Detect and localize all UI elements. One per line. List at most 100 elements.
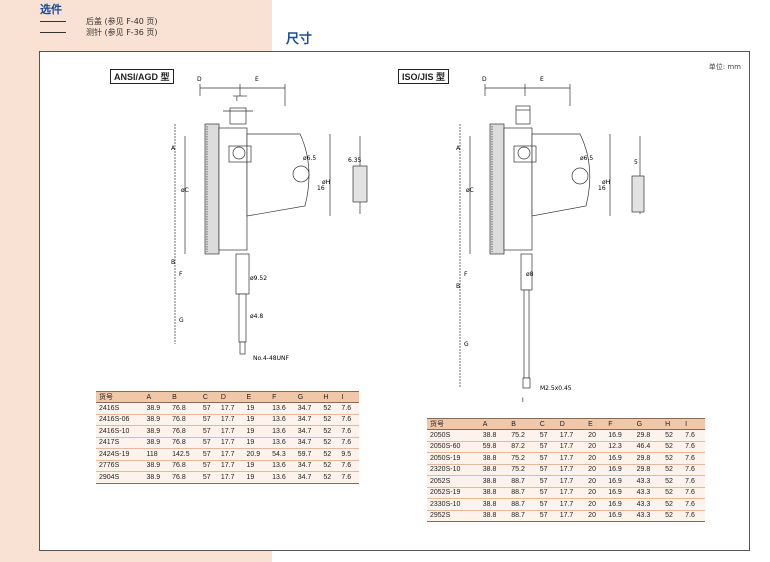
column-header: C <box>199 391 218 403</box>
table-cell: 7.6 <box>338 425 359 438</box>
table-cell: 7.6 <box>682 475 705 488</box>
table-cell: 75.2 <box>508 464 537 476</box>
column-header: C <box>536 418 557 430</box>
column-header: B <box>508 418 537 430</box>
table-cell: 17.7 <box>556 498 586 511</box>
table-cell: 2904S <box>96 471 144 484</box>
table-cell: 17.7 <box>556 441 586 453</box>
table-cell: 34.7 <box>294 414 321 426</box>
table-cell: 38.8 <box>479 464 509 476</box>
table-cell: 75.2 <box>508 429 537 442</box>
table-cell: 7.6 <box>682 452 705 465</box>
table-cell: 2417S <box>96 437 144 449</box>
table-cell: 2776S <box>96 460 144 472</box>
iso-dial-drawing: D E A B øC F G øH ø6.5 16 5 ø8 M2.5x0.45… <box>456 76 645 404</box>
svg-text:øH: øH <box>322 179 330 186</box>
table-cell: 57 <box>199 425 218 438</box>
option-item: 测针 (参见 F-36 页) <box>40 27 158 38</box>
table-cell: 7.6 <box>682 441 705 453</box>
table-cell: 29.8 <box>633 464 663 476</box>
table-cell: 88.7 <box>508 510 537 522</box>
svg-text:I: I <box>522 397 524 404</box>
column-header: E <box>585 418 606 430</box>
svg-text:16: 16 <box>598 185 606 192</box>
table-cell: 2424S-19 <box>96 448 144 461</box>
table-cell: 38.9 <box>143 437 170 449</box>
table-cell: 7.6 <box>682 510 705 522</box>
table-cell: 38.9 <box>143 402 170 415</box>
table-cell: 52 <box>320 437 339 449</box>
table-cell: 43.3 <box>633 498 663 511</box>
table-cell: 34.7 <box>294 471 321 484</box>
table-cell: 7.6 <box>682 487 705 499</box>
column-header: G <box>294 391 321 403</box>
table-cell: 52 <box>662 452 683 465</box>
table-cell: 19 <box>243 414 270 426</box>
table-cell: 17.7 <box>556 475 586 488</box>
table-cell: 87.2 <box>508 441 537 453</box>
table-cell: 16.9 <box>605 498 634 511</box>
table-cell: 2050S-60 <box>427 441 480 453</box>
table-cell: 38.9 <box>143 425 170 438</box>
table-cell: 57 <box>199 460 218 472</box>
svg-text:øC: øC <box>466 187 474 194</box>
table-cell: 57 <box>199 471 218 484</box>
table-cell: 13.6 <box>269 402 295 415</box>
svg-text:No.4-48UNF: No.4-48UNF <box>253 355 289 362</box>
table-cell: 38.9 <box>143 471 170 484</box>
table-cell: 16.9 <box>605 452 634 465</box>
svg-text:øH: øH <box>602 179 610 186</box>
svg-text:B: B <box>171 259 175 266</box>
table-cell: 20 <box>585 510 606 522</box>
column-header: F <box>269 391 295 403</box>
table-cell: 142.5 <box>169 448 200 461</box>
svg-text:16: 16 <box>317 185 325 192</box>
table-cell: 76.8 <box>169 437 200 449</box>
table-cell: 19 <box>243 437 270 449</box>
table-cell: 76.8 <box>169 402 200 415</box>
column-header: H <box>320 391 339 403</box>
ansi-dial-drawing: D E I A B øC F G øH ø6.5 16 6.35 ø9.52 ø… <box>171 76 368 362</box>
table-cell: 7.6 <box>682 498 705 511</box>
table-cell: 17.7 <box>217 460 244 472</box>
table-cell: 2052S <box>427 475 480 488</box>
svg-text:E: E <box>540 76 544 83</box>
table-cell: 13.6 <box>269 437 295 449</box>
table-cell: 76.8 <box>169 425 200 438</box>
table-cell: 38.9 <box>143 460 170 472</box>
table-cell: 57 <box>536 487 557 499</box>
table-cell: 52 <box>320 448 339 461</box>
table-cell: 29.8 <box>633 429 663 442</box>
table-cell: 7.6 <box>682 464 705 476</box>
table-cell: 59.7 <box>294 448 321 461</box>
table-cell: 34.7 <box>294 437 321 449</box>
table-cell: 2952S <box>427 510 480 522</box>
table-cell: 57 <box>536 452 557 465</box>
column-header: D <box>556 418 586 430</box>
table-cell: 34.7 <box>294 402 321 415</box>
table-cell: 38.8 <box>479 429 509 442</box>
svg-text:I: I <box>236 96 238 103</box>
table-cell: 38.8 <box>479 498 509 511</box>
svg-text:F: F <box>464 271 468 278</box>
table-cell: 17.7 <box>556 464 586 476</box>
table-cell: 43.3 <box>633 475 663 488</box>
table-cell: 34.7 <box>294 460 321 472</box>
table-cell: 19 <box>243 402 270 415</box>
table-cell: 20 <box>585 475 606 488</box>
table-cell: 52 <box>320 414 339 426</box>
table-cell: 2416S-06 <box>96 414 144 426</box>
table-cell: 20 <box>585 487 606 499</box>
column-header: I <box>682 418 705 430</box>
